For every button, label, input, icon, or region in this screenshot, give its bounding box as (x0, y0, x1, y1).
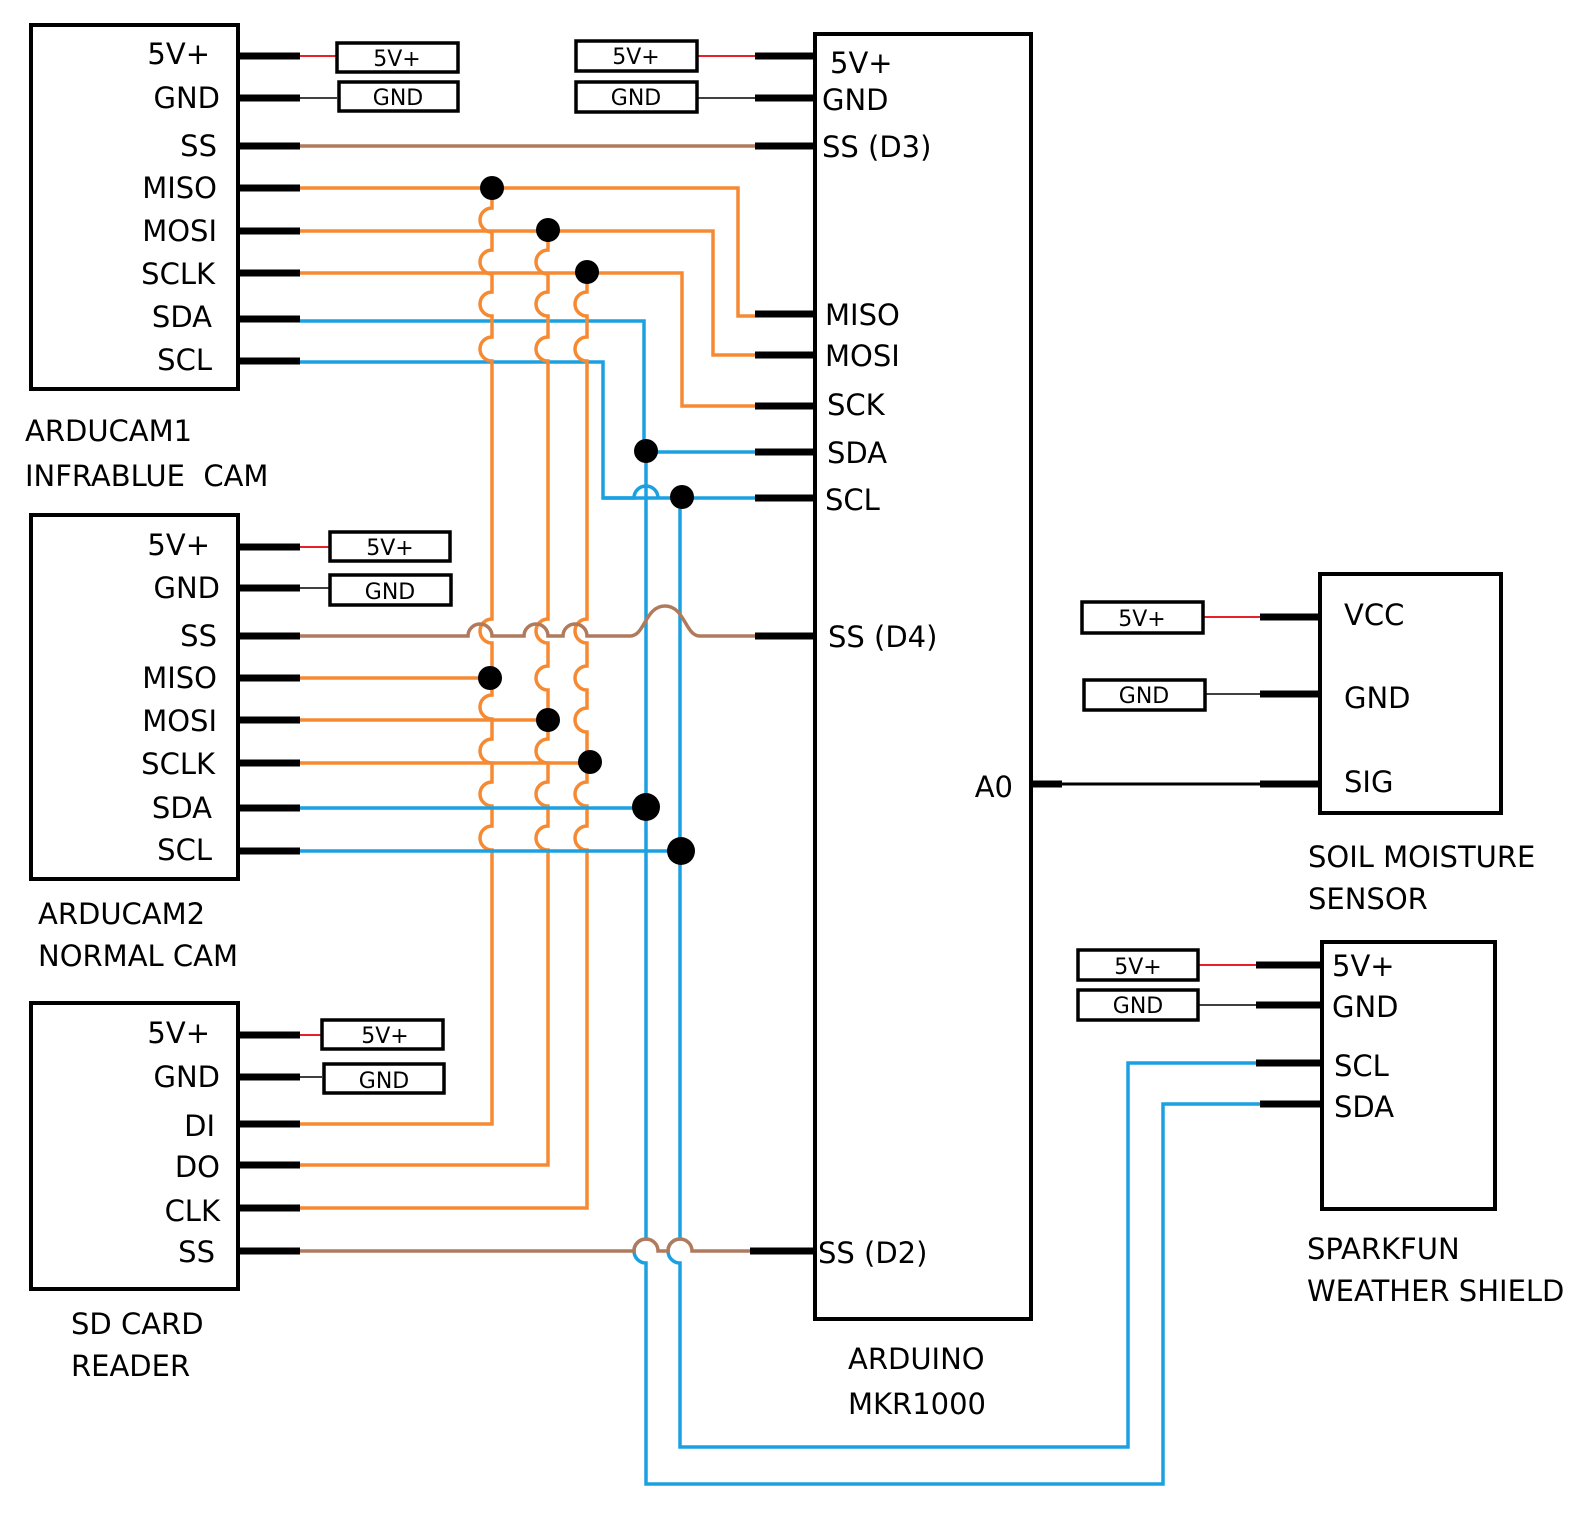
wire-scl-hop (603, 484, 660, 500)
arducam1-module: 5V+ GND SS MISO MOSI SCLK SDA SCL 5V+ GN… (25, 23, 460, 493)
arduino-pin-sck: SCK (827, 388, 886, 422)
sdcard-caption-line2: READER (71, 1349, 190, 1383)
arducam2-caption-line2: NORMAL CAM (38, 939, 238, 973)
arducam2-tag-5v: 5V+ (366, 536, 413, 561)
arducam1-tag-gnd: GND (373, 86, 423, 111)
weather-pin-scl: SCL (1334, 1049, 1389, 1083)
junction-dot (634, 439, 658, 463)
soil-tag-5v: 5V+ (1118, 607, 1165, 632)
arducam2-pin-miso: MISO (142, 661, 217, 695)
soil-caption-line2: SENSOR (1308, 882, 1428, 916)
soil-pin-sig: SIG (1344, 765, 1393, 799)
arduino-tag-gnd: GND (611, 86, 661, 111)
arducam2-module: 5V+ GND SS MISO MOSI SCLK SDA SCL 5V+ GN… (29, 513, 453, 973)
soil-tag-gnd: GND (1119, 684, 1169, 709)
junction-dot (478, 666, 502, 690)
wire-sda-bus (632, 452, 1262, 1486)
wire-miso-trunk (300, 188, 494, 1126)
sdcard-module: 5V+ GND DI DO CLK SS 5V+ GND SD CARD REA… (29, 1001, 446, 1383)
arduino-pin-ss-d3: SS (D3) (822, 130, 931, 164)
arducam2-pin-sda: SDA (152, 791, 212, 825)
soil-pin-gnd: GND (1344, 681, 1411, 715)
sdcard-pin-di: DI (184, 1109, 215, 1143)
weather-caption-line2: WEATHER SHIELD (1307, 1274, 1564, 1308)
arducam2-tag-gnd: GND (365, 580, 415, 605)
junction-dot (578, 750, 602, 774)
soil-pin-vcc: VCC (1344, 598, 1404, 632)
junction-dot (480, 176, 504, 200)
weather-pin-5v: 5V+ (1332, 949, 1395, 983)
arducam1-pin-gnd: GND (154, 81, 221, 115)
wire-mosi-trunk (300, 231, 550, 1167)
wire-cam1-scl (300, 360, 755, 500)
arducam1-pin-sclk: SCLK (141, 257, 216, 291)
wire-sd-ss (300, 1237, 750, 1253)
sdcard-pin-clk: CLK (165, 1194, 221, 1228)
arducam1-caption-line1: ARDUCAM1 (25, 414, 192, 448)
junction-dot (667, 837, 695, 865)
weather-pin-sda: SDA (1334, 1090, 1394, 1124)
junctions (478, 176, 695, 865)
weather-shield-module: 5V+ GND 5V+ GND SCL SDA SPARKFUN WEATHER… (1076, 940, 1564, 1308)
wire-cam1-sda (300, 319, 755, 454)
arduino-pin-scl: SCL (825, 483, 880, 517)
weather-pin-gnd: GND (1332, 990, 1399, 1024)
arduino-pin-ss-d4: SS (D4) (828, 620, 937, 654)
wire-cam1-miso (300, 186, 755, 318)
junction-dot (632, 793, 660, 821)
wire-cam1-sclk (300, 271, 755, 408)
arducam1-pin-5v: 5V+ (147, 37, 210, 71)
arduino-pin-mosi: MOSI (825, 339, 900, 373)
arducam1-caption-line2: INFRABLUE CAM (25, 459, 268, 493)
wire-scl-bus (666, 498, 1262, 1449)
sdcard-pin-do: DO (175, 1150, 220, 1184)
arduino-pin-sda: SDA (827, 436, 887, 470)
weather-tag-gnd: GND (1113, 994, 1163, 1019)
wire-sclk-trunk (300, 273, 589, 1210)
weather-caption-line1: SPARKFUN (1307, 1232, 1460, 1266)
arducam2-pin-ss: SS (180, 619, 217, 653)
arducam2-pin-gnd: GND (154, 571, 221, 605)
arducam2-caption-line1: ARDUCAM2 (38, 897, 205, 931)
junction-dot (670, 485, 694, 509)
arducam2-pin-sclk: SCLK (141, 747, 216, 781)
arduino-pin-a0: A0 (975, 770, 1013, 804)
arducam1-pin-ss: SS (180, 129, 217, 163)
sdcard-tag-gnd: GND (359, 1069, 409, 1094)
arducam2-pin-5v: 5V+ (147, 528, 210, 562)
sdcard-pin-gnd: GND (154, 1060, 221, 1094)
arducam1-pin-mosi: MOSI (142, 214, 217, 248)
junction-dot (575, 260, 599, 284)
arducam1-pin-scl: SCL (157, 343, 212, 377)
wires (300, 144, 1262, 1486)
sdcard-pin-ss: SS (178, 1235, 215, 1269)
weather-tag-5v: 5V+ (1114, 955, 1161, 980)
arduino-pin-gnd: GND (822, 83, 889, 117)
sdcard-pin-5v: 5V+ (147, 1016, 210, 1050)
arducam1-pin-miso: MISO (142, 171, 217, 205)
arduino-pin-ss-d2: SS (D2) (818, 1236, 927, 1270)
arducam2-pin-scl: SCL (157, 833, 212, 867)
arducam2-pin-mosi: MOSI (142, 704, 217, 738)
junction-dot (536, 218, 560, 242)
wire-cam2-ss (300, 604, 755, 638)
arducam1-tag-5v: 5V+ (373, 47, 420, 72)
arduino-caption-line1: ARDUINO (848, 1342, 985, 1376)
arduino-tag-5v: 5V+ (612, 45, 659, 70)
soil-caption-line1: SOIL MOISTURE (1308, 840, 1535, 874)
arduino-module: 5V+ GND 5V+ GND SS (D3) MISO MOSI SCK SD… (574, 32, 1062, 1421)
arduino-pin-miso: MISO (825, 298, 900, 332)
junction-dot (536, 708, 560, 732)
arduino-caption-line2: MKR1000 (848, 1387, 986, 1421)
wire-cam1-mosi (300, 229, 755, 357)
soil-sensor-module: 5V+ GND VCC GND SIG SOIL MOISTURE SENSOR (1080, 572, 1535, 916)
arduino-pin-5v: 5V+ (830, 46, 893, 80)
sdcard-caption-line1: SD CARD (71, 1307, 204, 1341)
sdcard-tag-5v: 5V+ (361, 1024, 408, 1049)
arducam1-pin-sda: SDA (152, 300, 212, 334)
